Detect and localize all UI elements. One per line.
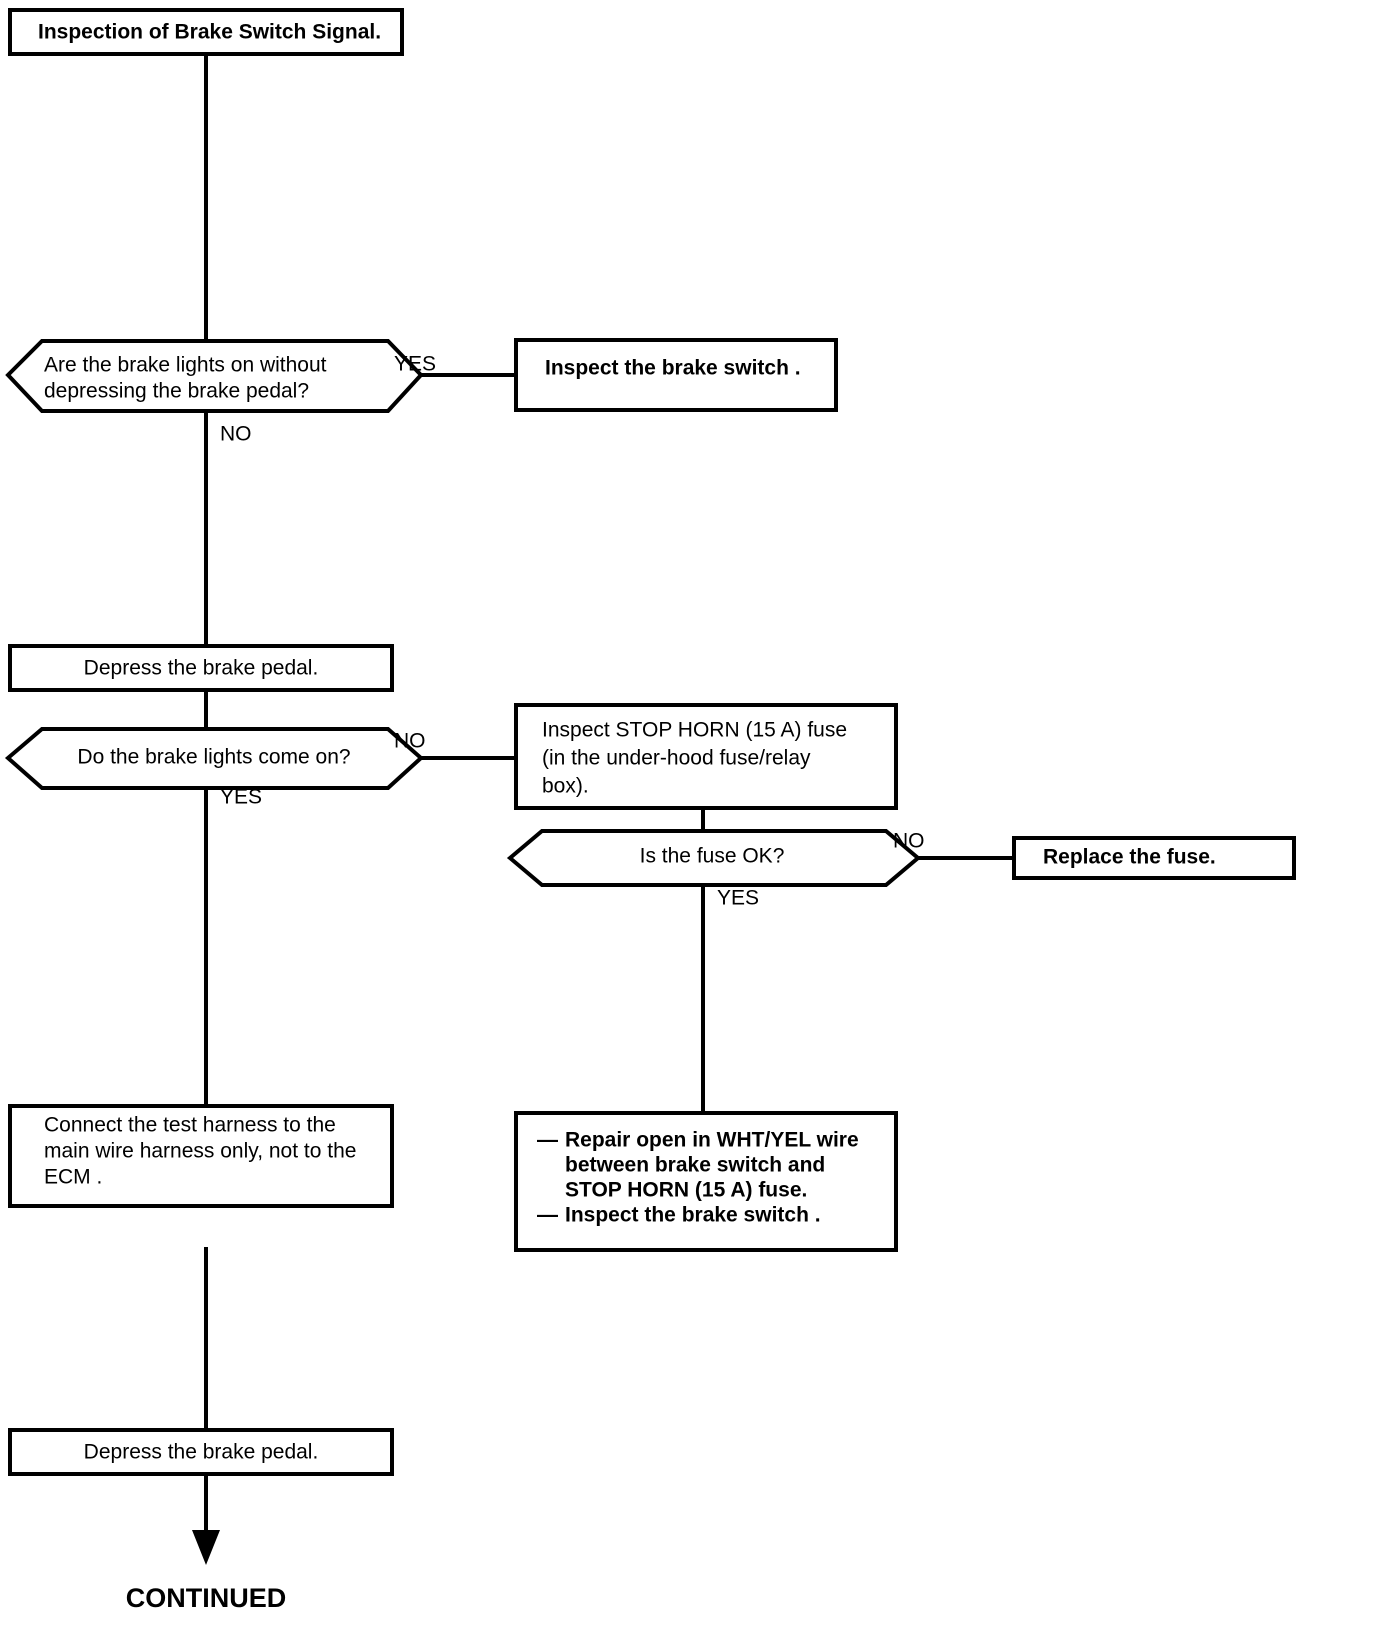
node-decision-fuse-ok-label: Is the fuse OK? — [640, 845, 785, 868]
node-decision-lights-come-on-label: Do the brake lights come on? — [77, 746, 350, 769]
node-repair-open-bullet1-dash: — — [537, 1129, 558, 1152]
node-depress-pedal-1-label: Depress the brake pedal. — [84, 657, 319, 680]
branch-label-no-brake-lights-on: NO — [220, 423, 252, 446]
node-repair-open-bullet1-line2: between brake switch and — [565, 1154, 825, 1177]
branch-label-yes-lights-come-on: YES — [220, 786, 262, 809]
node-connect-harness-box — [8, 1104, 394, 1208]
node-inspect-brake-switch-box — [514, 338, 838, 412]
node-depress-pedal-2-box — [8, 1428, 394, 1476]
node-repair-open-bullet1-line3: STOP HORN (15 A) fuse. — [565, 1179, 807, 1202]
node-decision-brake-lights-on — [5, 339, 424, 413]
node-connect-harness-label-line2: main wire harness only, not to the — [44, 1140, 356, 1163]
node-decision-fuse-ok — [506, 829, 922, 887]
node-repair-open-box — [514, 1111, 898, 1252]
node-repair-open-bullet2-line1: Inspect the brake switch . — [565, 1204, 821, 1227]
node-replace-fuse-label: Replace the fuse. — [1043, 846, 1216, 869]
node-start-box — [8, 8, 404, 56]
node-depress-pedal-1-box — [8, 644, 394, 692]
branch-label-yes-brake-lights-on: YES — [394, 353, 436, 376]
node-decision-lights-come-on — [4, 727, 425, 790]
node-repair-open-bullet2-dash: — — [537, 1204, 558, 1227]
node-inspect-fuse-label-line3: box). — [542, 775, 589, 798]
node-repair-open-bullet1-line1: Repair open in WHT/YEL wire — [565, 1129, 859, 1152]
node-decision-brake-lights-on-label-line2: depressing the brake pedal? — [44, 380, 309, 403]
node-replace-fuse-box — [1012, 836, 1296, 880]
node-continued-label: CONTINUED — [126, 1583, 287, 1613]
branch-label-no-lights-come-on: NO — [394, 730, 426, 753]
branch-label-no-fuse-ok: NO — [893, 830, 925, 853]
node-depress-pedal-2-label: Depress the brake pedal. — [84, 1441, 319, 1464]
node-inspect-brake-switch-label: Inspect the brake switch . — [545, 357, 801, 380]
branch-label-yes-fuse-ok: YES — [717, 887, 759, 910]
node-start-label: Inspection of Brake Switch Signal. — [38, 21, 381, 44]
node-inspect-fuse-box — [514, 703, 898, 810]
arrowhead-continued — [192, 1530, 220, 1565]
node-connect-harness-label-line3: ECM . — [44, 1166, 102, 1189]
node-connect-harness-label-line1: Connect the test harness to the — [44, 1114, 336, 1137]
node-inspect-fuse-label-line1: Inspect STOP HORN (15 A) fuse — [542, 719, 847, 742]
node-decision-brake-lights-on-label-line1: Are the brake lights on without — [44, 354, 327, 377]
node-inspect-fuse-label-line2: (in the under-hood fuse/relay — [542, 747, 811, 770]
